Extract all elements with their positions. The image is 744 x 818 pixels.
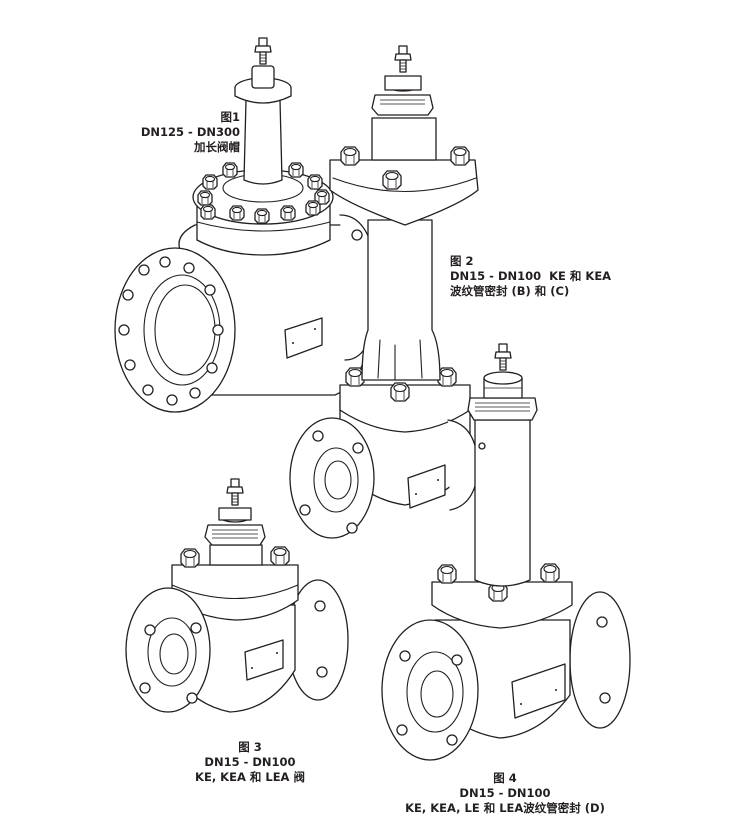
figure-4-range: DN15 - DN100	[459, 786, 551, 800]
figure-2-number: 图 2	[450, 254, 474, 268]
figure-1-caption: 图1 DN125 - DN300 加长阀帽	[120, 110, 240, 155]
figure-1-range: DN125 - DN300	[140, 125, 240, 139]
figure-4-description: KE, KEA, LE 和 LEA波纹管密封 (D)	[405, 801, 605, 815]
figure-4-number: 图 4	[493, 771, 517, 785]
figure-2-caption: 图 2 DN15 - DN100 KE 和 KEA 波纹管密封 (B) 和 (C…	[450, 254, 611, 299]
valve-figure-2	[289, 45, 479, 539]
valve-figure-4	[381, 343, 631, 761]
figure-1-description: 加长阀帽	[194, 140, 240, 154]
figure-3-description: KE, KEA 和 LEA 阀	[195, 770, 305, 784]
figure-2-range: DN15 - DN100 KE 和 KEA	[450, 269, 612, 283]
figure-3-number: 图 3	[238, 740, 262, 754]
valve-figure-3	[125, 478, 349, 713]
figure-3-caption: 图 3 DN15 - DN100 KE, KEA 和 LEA 阀	[170, 740, 330, 785]
valve-figure-1	[114, 37, 379, 413]
figure-3-range: DN15 - DN100	[204, 755, 296, 769]
figure-4-caption: 图 4 DN15 - DN100 KE, KEA, LE 和 LEA波纹管密封 …	[390, 771, 620, 816]
figure-2-description: 波纹管密封 (B) 和 (C)	[450, 284, 570, 298]
figure-1-number: 图1	[220, 110, 240, 124]
